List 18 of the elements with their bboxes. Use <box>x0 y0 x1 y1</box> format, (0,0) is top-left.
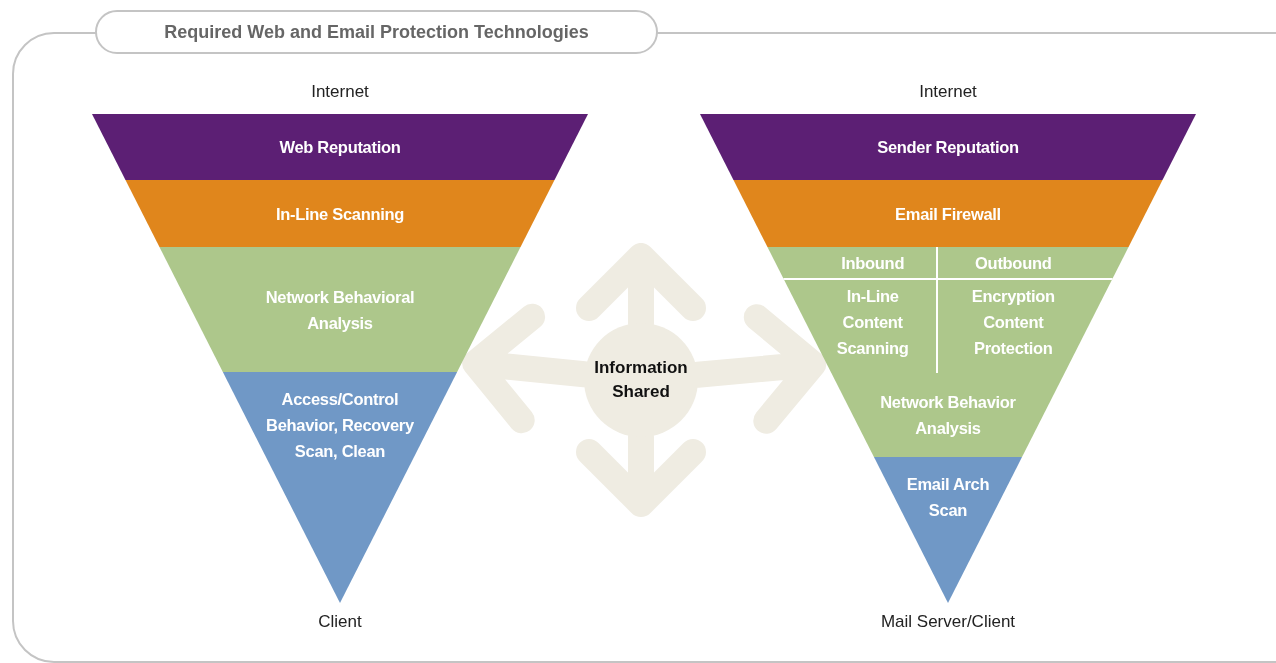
top-label: Internet <box>919 82 977 102</box>
layer-text: Access/Control Behavior, Recovery Scan, Clean <box>265 389 415 462</box>
layer-text: Email Arch Scan <box>905 474 991 521</box>
bottom-label: Client <box>318 612 362 632</box>
layer-text: Email Firewall <box>895 203 1001 225</box>
layer-text: Sender Reputation <box>877 137 1019 158</box>
layer-text: Network Behavior Analysis <box>879 392 1017 439</box>
top-label: Internet <box>311 82 369 102</box>
column-heading: Inbound <box>841 253 905 274</box>
panel-heading: Required Web and Email Protection Technologies <box>95 10 658 54</box>
layer-text: Web Reputation <box>279 137 401 158</box>
column-heading: Outbound <box>975 253 1052 274</box>
circle-label: Information Shared <box>593 357 689 403</box>
bottom-label: Mail Server/Client <box>880 612 1016 632</box>
layer-text: Network Behavioral Analysis <box>264 286 416 334</box>
layer-text: In-Line Content Scanning <box>835 286 910 359</box>
layer-text: In-Line Scanning <box>275 203 405 225</box>
layer-text: Encryption Content Protection <box>970 286 1056 359</box>
